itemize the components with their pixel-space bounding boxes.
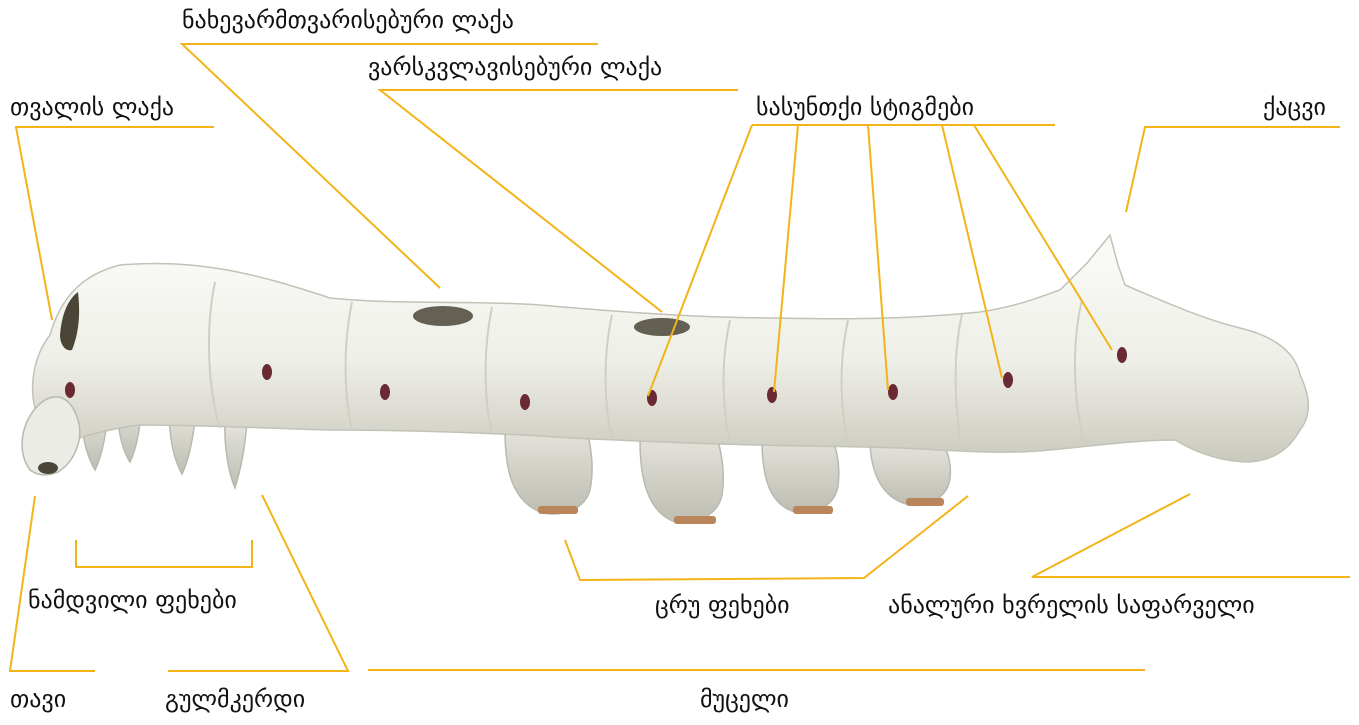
label-spiracles: სასუნთქი სტიგმები: [756, 92, 974, 122]
leader-star: [380, 90, 738, 312]
true-leg: [225, 420, 247, 488]
leader-prolegs: [565, 496, 968, 580]
star-marking: [634, 318, 690, 336]
label-anal-flap: ანალური ხვრელის საფარველი: [888, 590, 1255, 620]
spiracle: [1003, 372, 1013, 388]
leader-head: [10, 496, 95, 671]
label-star-marking: ვარსკვლავისებური ლაქა: [368, 52, 662, 82]
leader-true-legs: [76, 540, 252, 567]
label-true-legs: ნამდვილი ფეხები: [28, 585, 237, 615]
mouthparts: [38, 462, 58, 474]
leader-thorax: [168, 495, 348, 671]
spiracle: [767, 387, 777, 403]
label-crescent-marking: ნახევარმთვარისებური ლაქა: [182, 5, 514, 35]
spiracle: [520, 394, 530, 410]
spiracle: [380, 384, 390, 400]
leader-horn: [1126, 127, 1340, 212]
spiracle: [888, 384, 898, 400]
label-head: თავი: [10, 684, 66, 714]
label-prolegs: ცრუ ფეხები: [655, 590, 790, 620]
label-eye-spot: თვალის ლაქა: [10, 92, 174, 122]
spiracle: [65, 382, 75, 398]
leader-anal-flap: [1032, 494, 1350, 577]
spiracle: [1117, 347, 1127, 363]
label-horn: ქაცვი: [1263, 92, 1326, 122]
crescent-marking: [413, 306, 473, 326]
silkworm-body: [33, 235, 1309, 462]
label-thorax: გულმკერდი: [165, 684, 305, 714]
spiracle: [262, 364, 272, 380]
proleg: [640, 432, 723, 523]
label-abdomen: მუცელი: [700, 684, 789, 714]
proleg-tips: [538, 498, 944, 524]
